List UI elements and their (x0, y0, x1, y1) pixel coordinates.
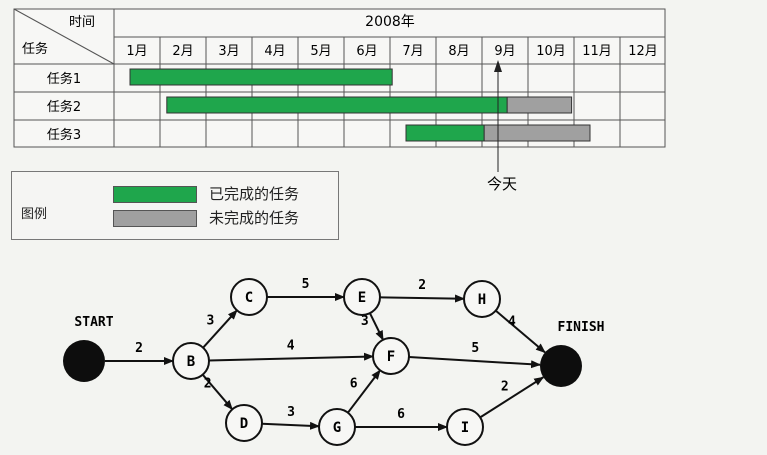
node-h (463, 280, 501, 318)
legend: 图例 已完成的任务 未完成的任务 (11, 171, 339, 240)
task-done-bar (166, 96, 508, 114)
node-g (318, 408, 356, 446)
task-label: 任务1 (47, 71, 81, 87)
legend-done-label: 已完成的任务 (209, 185, 300, 203)
year-label: 2008年 (365, 14, 415, 30)
network-nodes: START B C D E F G H I FINISH (63, 278, 605, 446)
header-task-label: 任务 (22, 41, 48, 57)
edge-weight: 6 (350, 377, 358, 392)
edge-weight: 2 (501, 379, 509, 394)
node-label-d: D (240, 416, 248, 432)
month-label: 2月 (172, 44, 193, 59)
today-label: 今天 (487, 175, 517, 193)
task-done-bar (129, 68, 393, 86)
edge-weight: 2 (204, 377, 212, 392)
month-label: 5月 (310, 44, 331, 59)
node-label-finish: FINISH (558, 320, 605, 335)
month-labels: 1月 2月 3月 4月 5月 6月 7月 8月 9月 10月 11月 12月 (126, 44, 657, 59)
legend-todo-label: 未完成的任务 (209, 209, 300, 227)
legend-todo-swatch (113, 210, 197, 227)
edge-b-f (208, 352, 375, 362)
node-label-g: G (333, 420, 341, 436)
node-label-i: I (461, 420, 469, 436)
gantt-grid (13, 8, 666, 148)
month-label: 10月 (536, 44, 566, 59)
node-label-b: B (187, 354, 195, 370)
node-label-c: C (245, 290, 253, 306)
month-label: 4月 (264, 44, 285, 59)
edge-e-f (369, 312, 384, 341)
edge-b-d (201, 374, 234, 411)
edge-weight: 3 (287, 405, 295, 420)
edge-f-finish (408, 356, 542, 369)
node-c (230, 278, 268, 316)
today-marker: 今天 (487, 60, 517, 193)
edge-weight: 4 (508, 315, 516, 330)
node-i (446, 408, 484, 446)
legend-title: 图例 (21, 207, 48, 222)
header-diagonal (13, 8, 115, 65)
edge-h-finish (495, 309, 546, 354)
edge-weight: 2 (418, 278, 426, 293)
node-finish (540, 345, 582, 387)
task-todo-bar (506, 96, 573, 114)
task-labels: 任务1 任务2 任务3 (47, 71, 81, 143)
network-edges: 2 3 4 2 5 2 3 4 5 3 6 6 2 (105, 277, 546, 431)
edge-weight: 5 (471, 341, 479, 356)
month-label: 12月 (628, 44, 658, 59)
edge-d-g (261, 421, 321, 430)
header-time-label: 时间 (69, 15, 95, 30)
task-todo-bar (483, 124, 591, 142)
node-label-start: START (74, 315, 113, 330)
task-label: 任务2 (47, 99, 81, 115)
edge-e-h (379, 294, 466, 303)
month-label: 9月 (494, 44, 515, 59)
node-e (343, 278, 381, 316)
edge-weight: 3 (361, 314, 369, 329)
month-label: 7月 (402, 44, 423, 59)
legend-done-swatch (113, 186, 197, 203)
node-b (172, 342, 210, 380)
edge-weight: 3 (206, 313, 214, 328)
node-label-e: E (358, 290, 366, 306)
node-d (225, 404, 263, 442)
task-label: 任务3 (47, 127, 81, 143)
month-label: 8月 (448, 44, 469, 59)
edge-weight: 4 (287, 339, 295, 354)
node-start (63, 340, 105, 382)
edge-weight: 2 (135, 341, 143, 356)
node-f (372, 337, 410, 375)
edge-g-f (347, 369, 381, 414)
task-bars (129, 68, 591, 142)
month-label: 3月 (218, 44, 239, 59)
month-label: 11月 (582, 44, 612, 59)
today-arrow-icon (494, 60, 502, 72)
edge-b-c (202, 309, 238, 349)
month-label: 6月 (356, 44, 377, 59)
edge-i-finish (479, 376, 545, 419)
node-label-f: F (387, 349, 395, 365)
node-label-h: H (478, 292, 486, 308)
edge-weight: 5 (302, 277, 310, 292)
edge-weight: 6 (397, 407, 405, 422)
month-label: 1月 (126, 44, 147, 59)
task-done-bar (405, 124, 485, 142)
